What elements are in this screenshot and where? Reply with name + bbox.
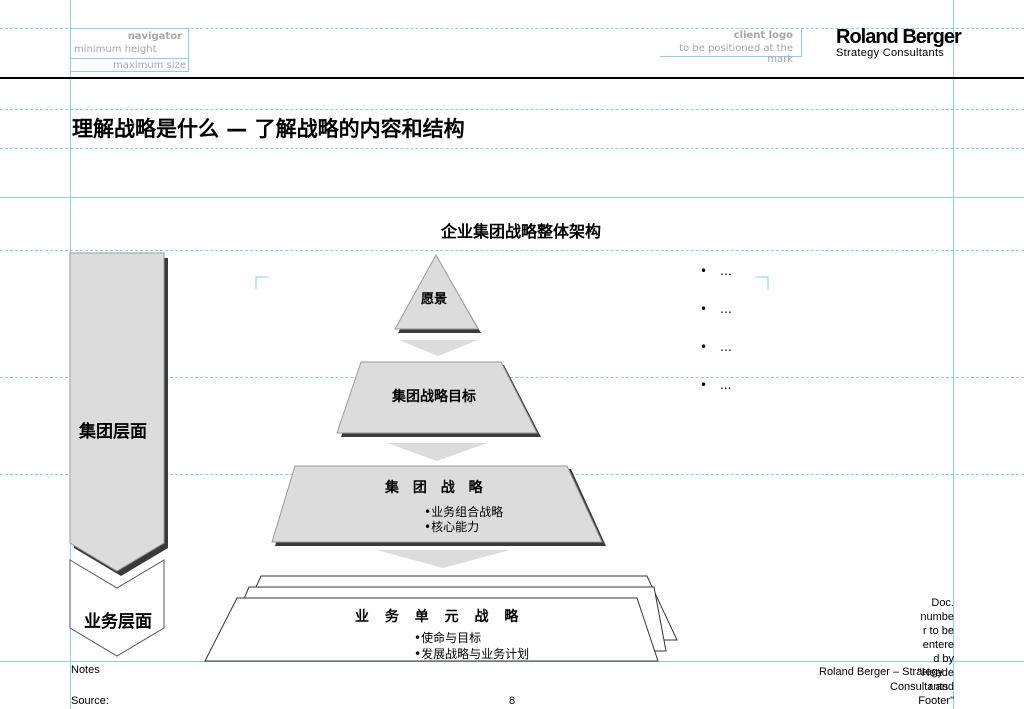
navigator-label: navigator (127, 31, 182, 42)
guide-line (0, 109, 1024, 110)
navigator-max-size: maximum size (113, 60, 186, 71)
brand-sub: Strategy Consultants (836, 47, 945, 59)
group-goal-shape (336, 361, 538, 434)
business-unit-item: •发展战略与业务计划 (414, 647, 530, 661)
guide-line (0, 377, 1024, 378)
business-level-label: 业务层面 (84, 612, 152, 632)
group-strategy-item: •业务组合战略 (424, 505, 504, 519)
guide-line (0, 250, 1024, 251)
guide-line (0, 28, 1024, 29)
corner-bracket (255, 276, 269, 289)
vision-label: 愿景 (421, 292, 448, 307)
group-strategy-item: •核心能力 (424, 520, 480, 534)
source-label: Source: (71, 695, 109, 707)
business-level-chevron (69, 559, 165, 657)
roland-berger-logo: Roland Berger Strategy Consultants (836, 26, 962, 59)
bullet-item: •... (700, 378, 732, 392)
down-arrow (387, 443, 487, 461)
chart-title: 企业集团战略整体架构 (441, 222, 602, 241)
company-name: Roland Berger – Strategy (819, 666, 944, 678)
guide-line (953, 0, 954, 709)
corner-bracket (755, 276, 769, 290)
bullet-item: •… (700, 264, 732, 278)
group-strategy-label: 集 团 战 略 (385, 480, 483, 496)
company-name-cont: Consultants (890, 681, 949, 693)
business-unit-label: 业 务 单 元 战 略 (355, 609, 519, 625)
guide-line (0, 197, 1024, 198)
down-arrow (377, 550, 510, 568)
group-level-arrow (69, 252, 165, 572)
page-number: 8 (509, 695, 516, 707)
navigator-box: navigator minimum height maximum size (70, 28, 189, 72)
bullet-item: •… (700, 302, 732, 316)
group-level-label: 集团层面 (79, 422, 147, 442)
brand-name: Roland Berger (836, 26, 962, 48)
guide-line (0, 148, 1024, 149)
business-unit-item: •使命与目标 (414, 631, 482, 645)
bullet-item: •… (700, 340, 732, 354)
bullet-list: •… •… •… •... (700, 264, 732, 416)
down-arrow (399, 340, 478, 356)
notes-label: Notes (71, 664, 100, 676)
group-strategy-shape (271, 465, 603, 543)
doc-number-note: Doc. numbe r to be entere d by "Heade r … (917, 597, 954, 707)
client-logo-box: client logo to be positioned at the mark (660, 28, 802, 65)
group-goal-label: 集团战略目标 (392, 389, 476, 405)
business-unit-shape (204, 597, 659, 662)
navigator-min-height: minimum height (74, 44, 157, 55)
client-logo-label: client logo (733, 30, 793, 41)
client-logo-note: to be positioned at the mark (679, 43, 793, 65)
navigator-divider (71, 58, 188, 59)
header-rule (0, 77, 1024, 79)
page-title: 理解战略是什么 — 了解战略的内容和结构 (72, 117, 465, 141)
vision-shape (394, 253, 479, 330)
